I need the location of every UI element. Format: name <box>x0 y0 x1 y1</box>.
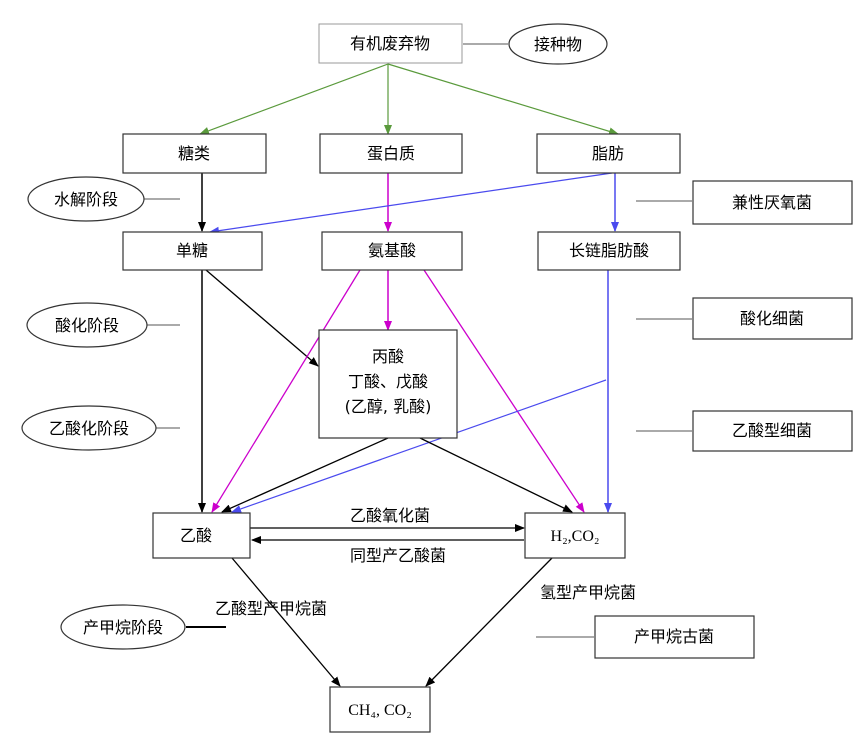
svg-text:水解阶段: 水解阶段 <box>54 190 118 209</box>
microbe-methanogenic-archaea: 产甲烷古菌 <box>594 615 755 659</box>
svg-text:乙酸化阶段: 乙酸化阶段 <box>49 419 129 438</box>
microbe-acetogenic-bacteria: 乙酸型细菌 <box>692 410 853 452</box>
svg-text:氨基酸: 氨基酸 <box>368 241 416 260</box>
svg-text:丁酸、戊酸: 丁酸、戊酸 <box>348 372 428 391</box>
svg-text:H₂,CO₂: H₂,CO₂ <box>551 528 600 545</box>
stage-acetogenesis: 乙酸化阶段 <box>21 405 157 451</box>
edge-monosaccharide-to-intermediates <box>205 269 319 367</box>
node-organic-waste: 有机废弃物 <box>318 23 463 64</box>
edge-h2co2-to-ch4 <box>425 557 553 687</box>
edge-acetic-to-ch4 <box>231 557 341 687</box>
edge-intermediates-to-h2co2 <box>419 437 573 513</box>
edge-waste-to-fat <box>387 63 619 136</box>
node-ch4co2: CH₄, CO₂ <box>329 686 431 733</box>
svg-text:(乙醇, 乳酸): (乙醇, 乳酸) <box>345 397 432 416</box>
node-intermediates: 丙酸 丁酸、戊酸 (乙醇, 乳酸) <box>318 329 458 439</box>
edge-intermediates-to-acetic <box>221 437 389 513</box>
svg-text:蛋白质: 蛋白质 <box>367 144 415 163</box>
node-h2co2: H₂,CO₂ <box>524 512 626 559</box>
svg-text:乙酸型细菌: 乙酸型细菌 <box>732 421 812 440</box>
node-lcfa: 长链脂肪酸 <box>537 231 681 271</box>
node-protein: 蛋白质 <box>319 133 463 174</box>
leader-lines <box>144 43 692 638</box>
svg-text:脂肪: 脂肪 <box>592 144 624 163</box>
edge-aminoacid-to-h2co2 <box>423 269 585 513</box>
svg-text:产甲烷古菌: 产甲烷古菌 <box>634 627 714 646</box>
node-fat: 脂肪 <box>536 133 681 174</box>
label-hydrogenotrophic-methanogens: 氢型产甲烷菌 <box>540 583 636 602</box>
svg-text:CH₄, CO₂: CH₄, CO₂ <box>348 702 412 719</box>
svg-text:糖类: 糖类 <box>178 144 210 163</box>
node-monosaccharide: 单糖 <box>122 231 263 271</box>
edge-waste-to-sugars <box>199 63 389 135</box>
svg-text:酸化细菌: 酸化细菌 <box>740 309 804 328</box>
label-acetoclastic-methanogens: 乙酸型产甲烷菌 <box>215 599 327 618</box>
stage-methanogenesis: 产甲烷阶段 <box>60 604 186 650</box>
svg-text:丙酸: 丙酸 <box>372 347 404 366</box>
label-acetate-oxidizing: 乙酸氧化菌 <box>350 506 430 525</box>
node-amino-acid: 氨基酸 <box>321 231 463 271</box>
microbe-acidogenic-bacteria: 酸化细菌 <box>692 297 853 340</box>
edge-lcfa-to-acetic <box>231 379 607 513</box>
svg-text:酸化阶段: 酸化阶段 <box>55 316 119 335</box>
stage-hydrolysis: 水解阶段 <box>27 176 145 222</box>
svg-text:有机废弃物: 有机废弃物 <box>350 34 430 53</box>
microbe-facultative-anaerobes: 兼性厌氧菌 <box>692 180 853 225</box>
node-acetic-acid: 乙酸 <box>152 512 251 559</box>
node-sugars: 糖类 <box>122 133 267 174</box>
edge-aminoacid-to-acetic <box>211 269 361 513</box>
stage-acidification: 酸化阶段 <box>26 302 148 348</box>
svg-text:乙酸: 乙酸 <box>180 526 212 545</box>
svg-text:长链脂肪酸: 长链脂肪酸 <box>569 241 649 260</box>
svg-text:接种物: 接种物 <box>534 35 582 54</box>
oval-inoculum: 接种物 <box>508 23 608 65</box>
label-homoacetogenic: 同型产乙酸菌 <box>350 546 446 565</box>
svg-text:产甲烷阶段: 产甲烷阶段 <box>83 618 163 637</box>
svg-text:兼性厌氧菌: 兼性厌氧菌 <box>732 193 812 212</box>
edges <box>198 63 619 687</box>
svg-text:单糖: 单糖 <box>176 241 208 260</box>
edge-fat-to-monosaccharide <box>209 172 613 235</box>
